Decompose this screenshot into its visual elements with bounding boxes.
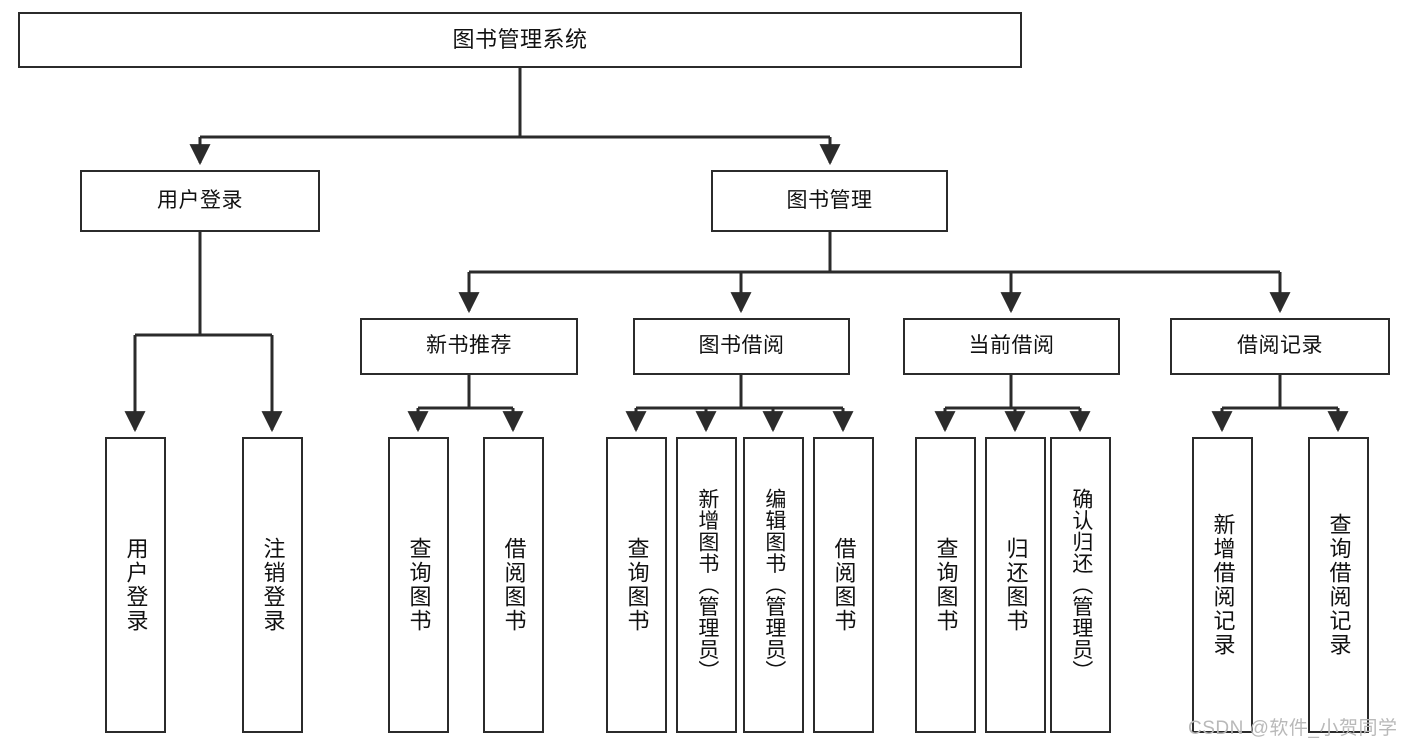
node-label: 新增借阅记录 xyxy=(1210,513,1236,657)
node-label: 用户登录 xyxy=(123,537,149,633)
node-label: 查询图书 xyxy=(406,537,432,633)
node-label: 新书推荐 xyxy=(426,334,512,358)
leaf-new-book-borrow[interactable]: 借阅图书 xyxy=(483,437,544,733)
node-label: 当前借阅 xyxy=(968,334,1055,358)
node-label: 确认归还（管理员） xyxy=(1069,488,1093,682)
node-book-management[interactable]: 图书管理 xyxy=(711,170,948,232)
node-label: 图书管理 xyxy=(786,188,873,212)
leaf-book-borrow-borrow[interactable]: 借阅图书 xyxy=(813,437,874,733)
node-label: 借阅图书 xyxy=(831,537,857,633)
leaf-current-borrow-query[interactable]: 查询图书 xyxy=(915,437,976,733)
leaf-borrow-record-add[interactable]: 新增借阅记录 xyxy=(1192,437,1253,733)
node-current-borrow[interactable]: 当前借阅 xyxy=(903,318,1120,375)
node-user-login[interactable]: 用户登录 xyxy=(80,170,320,232)
leaf-current-borrow-return[interactable]: 归还图书 xyxy=(985,437,1046,733)
node-new-book-recommend[interactable]: 新书推荐 xyxy=(360,318,578,375)
node-label: 查询借阅记录 xyxy=(1326,513,1352,657)
node-label: 图书管理系统 xyxy=(452,27,588,53)
node-book-borrow[interactable]: 图书借阅 xyxy=(633,318,850,375)
leaf-book-borrow-add-admin[interactable]: 新增图书（管理员） xyxy=(676,437,737,733)
node-label: 归还图书 xyxy=(1003,537,1029,633)
leaf-borrow-record-query[interactable]: 查询借阅记录 xyxy=(1308,437,1369,733)
node-label: 新增图书（管理员） xyxy=(695,488,719,682)
node-label: 图书借阅 xyxy=(698,334,785,358)
node-label: 查询图书 xyxy=(624,537,650,633)
leaf-current-borrow-confirm-admin[interactable]: 确认归还（管理员） xyxy=(1050,437,1111,733)
node-label: 注销登录 xyxy=(260,537,286,633)
node-borrow-record[interactable]: 借阅记录 xyxy=(1170,318,1390,375)
node-label: 用户登录 xyxy=(157,188,243,212)
node-root-book-management-system[interactable]: 图书管理系统 xyxy=(18,12,1022,68)
node-label: 编辑图书（管理员） xyxy=(762,488,786,682)
node-label: 查询图书 xyxy=(933,537,959,633)
leaf-user-login-logout[interactable]: 注销登录 xyxy=(242,437,303,733)
leaf-book-borrow-query[interactable]: 查询图书 xyxy=(606,437,667,733)
node-label: 借阅图书 xyxy=(501,537,527,633)
leaf-book-borrow-edit-admin[interactable]: 编辑图书（管理员） xyxy=(743,437,804,733)
node-label: 借阅记录 xyxy=(1237,334,1323,358)
leaf-user-login-login[interactable]: 用户登录 xyxy=(105,437,166,733)
leaf-new-book-query[interactable]: 查询图书 xyxy=(388,437,449,733)
watermark: CSDN @软件_小贺同学 xyxy=(1188,718,1398,739)
